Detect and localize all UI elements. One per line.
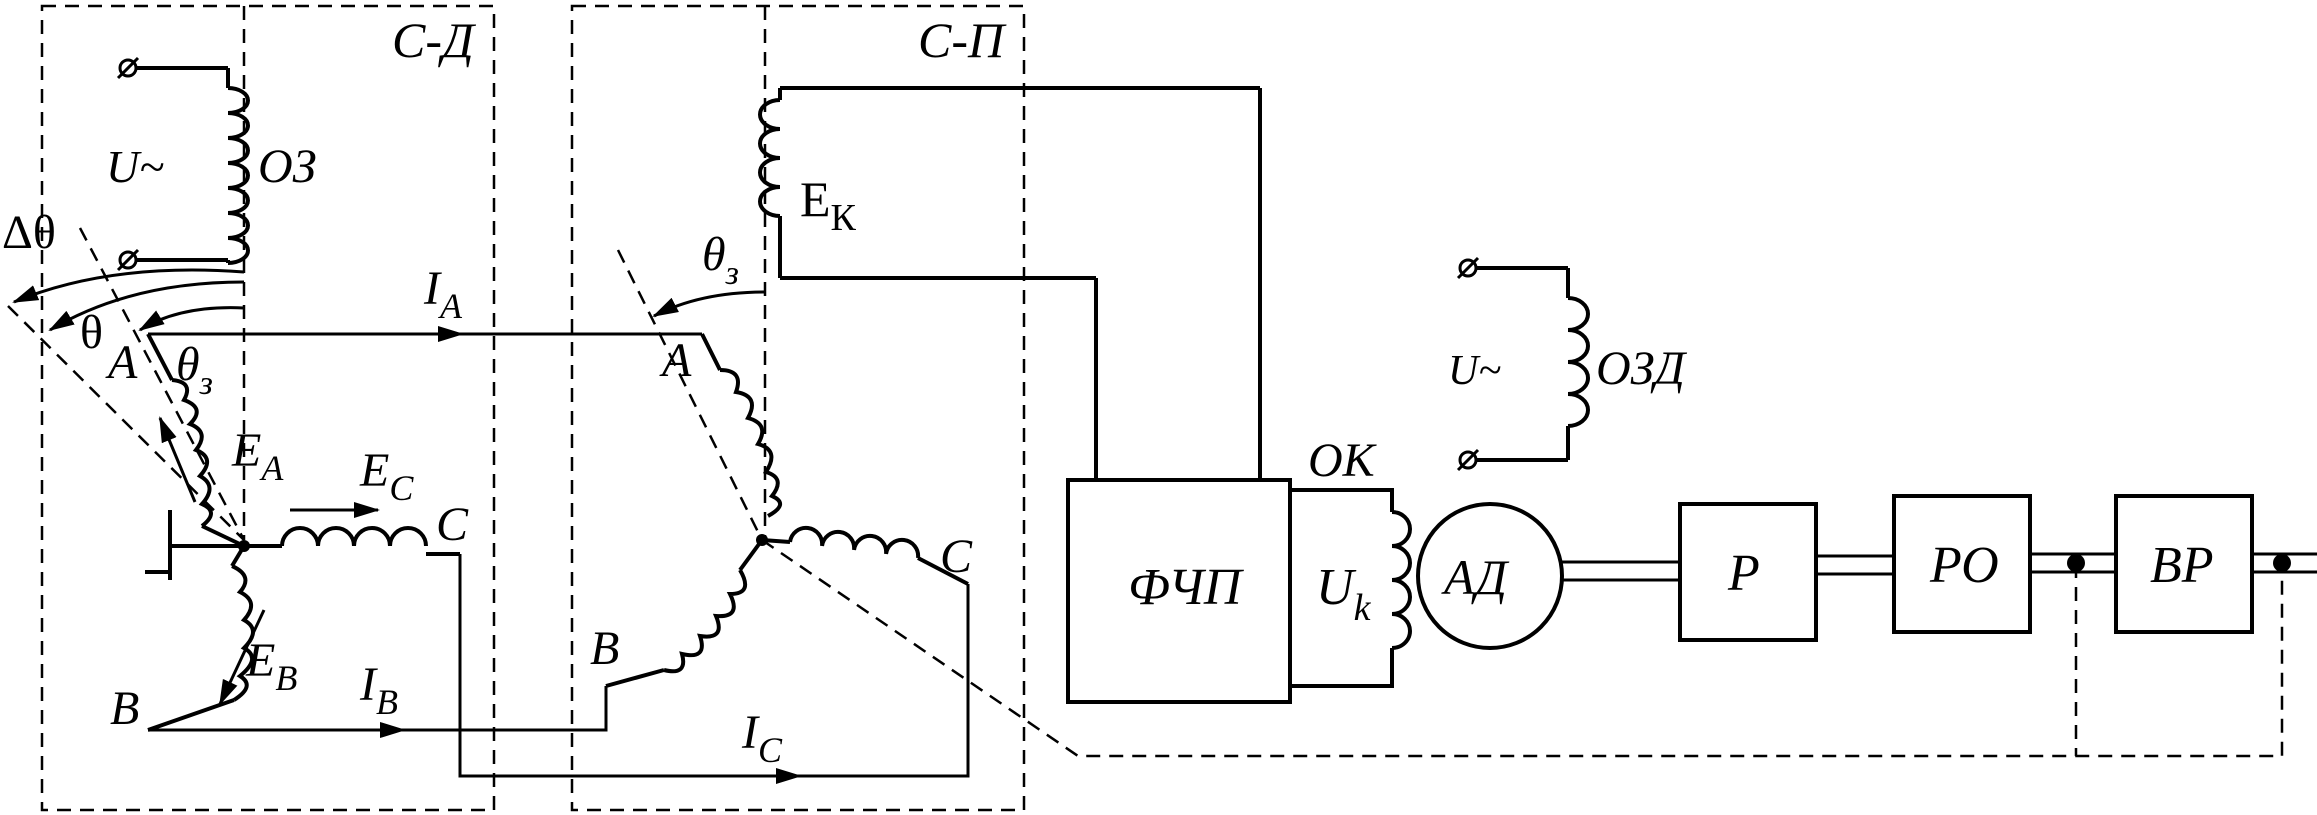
a-terminal-label-sd: A [105,336,138,389]
fchp-label: ФЧП [1128,559,1245,616]
rotor-axis-sp [616,249,764,541]
ad-label: АД [1441,549,1510,605]
fchp-block [1066,478,1292,704]
oz-label: ОЗ [258,140,316,193]
ib-label: IB [359,658,398,722]
b-terminal-label-sp: B [590,622,619,675]
c-terminal-label-sp: C [940,530,973,583]
theta-arc [48,280,245,332]
sd-region-label: С-Д [392,12,477,68]
shaft-r-ro [1816,554,1894,576]
line-c [458,554,970,778]
ea-arrow [158,416,197,503]
sd-region-box [40,4,496,812]
vr-block [2114,494,2254,634]
sp-rotor-winding [758,86,1262,480]
terminal-icon [116,56,140,80]
feedback-line [761,538,2284,758]
eb-arrow [218,609,266,706]
ozd-label: ОЗД [1596,342,1687,395]
b-terminal-label-sd: B [110,682,139,735]
sd-excitation-winding [128,66,250,265]
ec-label: EC [359,444,414,508]
c-terminal-label-sd: C [436,498,469,551]
sp-stator-winding [605,333,969,688]
ro-block [1892,494,2032,634]
theta-z-arc-sd [138,306,245,332]
ek-label: EК [800,171,857,239]
ad-motor [1416,502,1564,650]
r-block [1678,502,1818,642]
r-label: Р [1727,545,1760,602]
a-terminal-label-sp: A [659,334,692,387]
theta-label: θ [80,306,103,359]
uk-label: Uk [1316,559,1372,629]
ic-label: IC [741,706,783,770]
theta-z-label-sp: θз [702,228,739,292]
ok-winding [1290,488,1412,688]
ia-label: IA [423,262,463,326]
terminal-icon [116,248,140,272]
ok-label: ОК [1308,434,1378,487]
ozd-winding [1468,266,1590,462]
eb-label: EB [245,634,297,698]
vr-label: ВР [2150,537,2214,594]
delta-axis [78,227,246,541]
ozd-voltage-label: U~ [1448,348,1501,394]
theta-z-arc-sp [652,290,766,318]
shaft-ad-r [1562,560,1680,582]
theta-z-label-sd: θз [176,338,213,402]
terminal-icon [1456,256,1480,280]
sp-region-box [570,4,1026,812]
line-b [148,686,608,732]
vr-output-node [2273,554,2291,572]
ro-label: РО [1929,537,1999,594]
sd-stator-winding [146,333,460,732]
terminal-icon [1456,448,1480,472]
shaft-ro-vr [2030,552,2116,574]
delta-theta-arc [12,268,245,304]
sd-voltage-label: U~ [106,141,164,192]
shaft-icon [145,510,244,580]
shaft-vr-out [2252,552,2317,574]
sp-region-label: С-П [918,12,1007,68]
ea-label: EA [231,424,284,488]
delta-theta-label: Δθ [2,206,56,259]
ro-output-node [2067,554,2085,572]
